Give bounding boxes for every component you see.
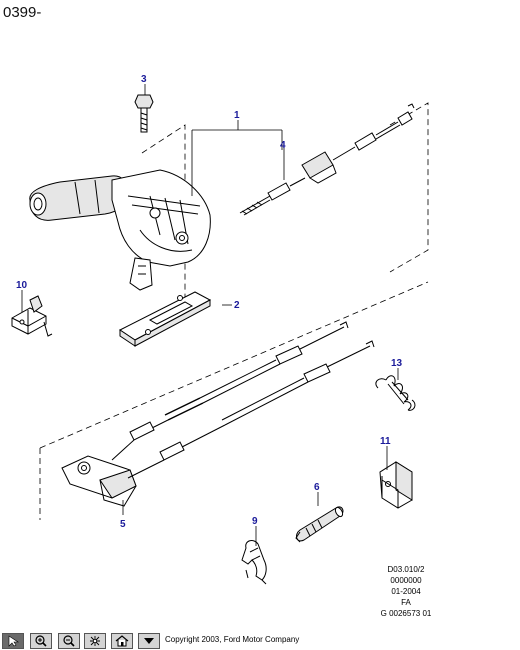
- reference-line: G 0026573 01: [380, 609, 432, 618]
- spring-part-13: [375, 375, 416, 411]
- home-button[interactable]: [111, 633, 133, 649]
- handbrake-lever: [29, 169, 211, 291]
- reference-block: D03.010/2 0000000 01-2004 FA G 0026573 0…: [372, 564, 440, 619]
- dropdown-arrow-icon: [144, 638, 154, 644]
- front-cable: [239, 103, 415, 216]
- parts-diagram: .ln { stroke:#000; stroke-width:1; fill:…: [11, 74, 429, 585]
- zoom-out-button[interactable]: [58, 633, 80, 649]
- viewer-toolbar: Copyright 2003, Ford Motor Company: [0, 632, 520, 650]
- bolt-part-3: [134, 94, 154, 133]
- callout-1: 1: [234, 110, 240, 121]
- sleeve-part-6: [295, 506, 344, 543]
- callout-3: 3: [141, 74, 147, 85]
- reference-line: 0000000: [390, 576, 422, 585]
- base-bracket-part-2: [119, 291, 212, 347]
- clip-part-9: [241, 540, 267, 585]
- callout-13: 13: [391, 358, 403, 369]
- callout-11: 11: [380, 436, 391, 447]
- bracket-part-11: [379, 461, 413, 509]
- fit-window-button[interactable]: [84, 633, 106, 649]
- page-title: 0399-: [3, 4, 42, 21]
- home-icon: [115, 635, 129, 647]
- callout-10: 10: [16, 280, 28, 291]
- reference-line: D03.010/2: [387, 565, 425, 574]
- select-tool-button[interactable]: [2, 633, 24, 649]
- options-dropdown-button[interactable]: [138, 633, 160, 649]
- copyright-text: Copyright 2003, Ford Motor Company: [165, 635, 300, 644]
- zoom-out-icon: [63, 635, 75, 647]
- callout-4: 4: [280, 140, 286, 151]
- callout-6: 6: [314, 482, 320, 493]
- callout-9: 9: [252, 516, 258, 527]
- clip-part-10: [11, 295, 53, 337]
- zoom-in-button[interactable]: [30, 633, 52, 649]
- zoom-in-icon: [35, 635, 47, 647]
- reference-line: FA: [401, 598, 411, 607]
- callout-5: 5: [120, 519, 126, 530]
- reference-line: 01-2004: [391, 587, 421, 596]
- select-arrow-icon: [8, 635, 19, 647]
- rear-cables-part-5: [61, 321, 375, 507]
- callout-2: 2: [234, 300, 240, 311]
- fit-window-icon: [90, 636, 100, 646]
